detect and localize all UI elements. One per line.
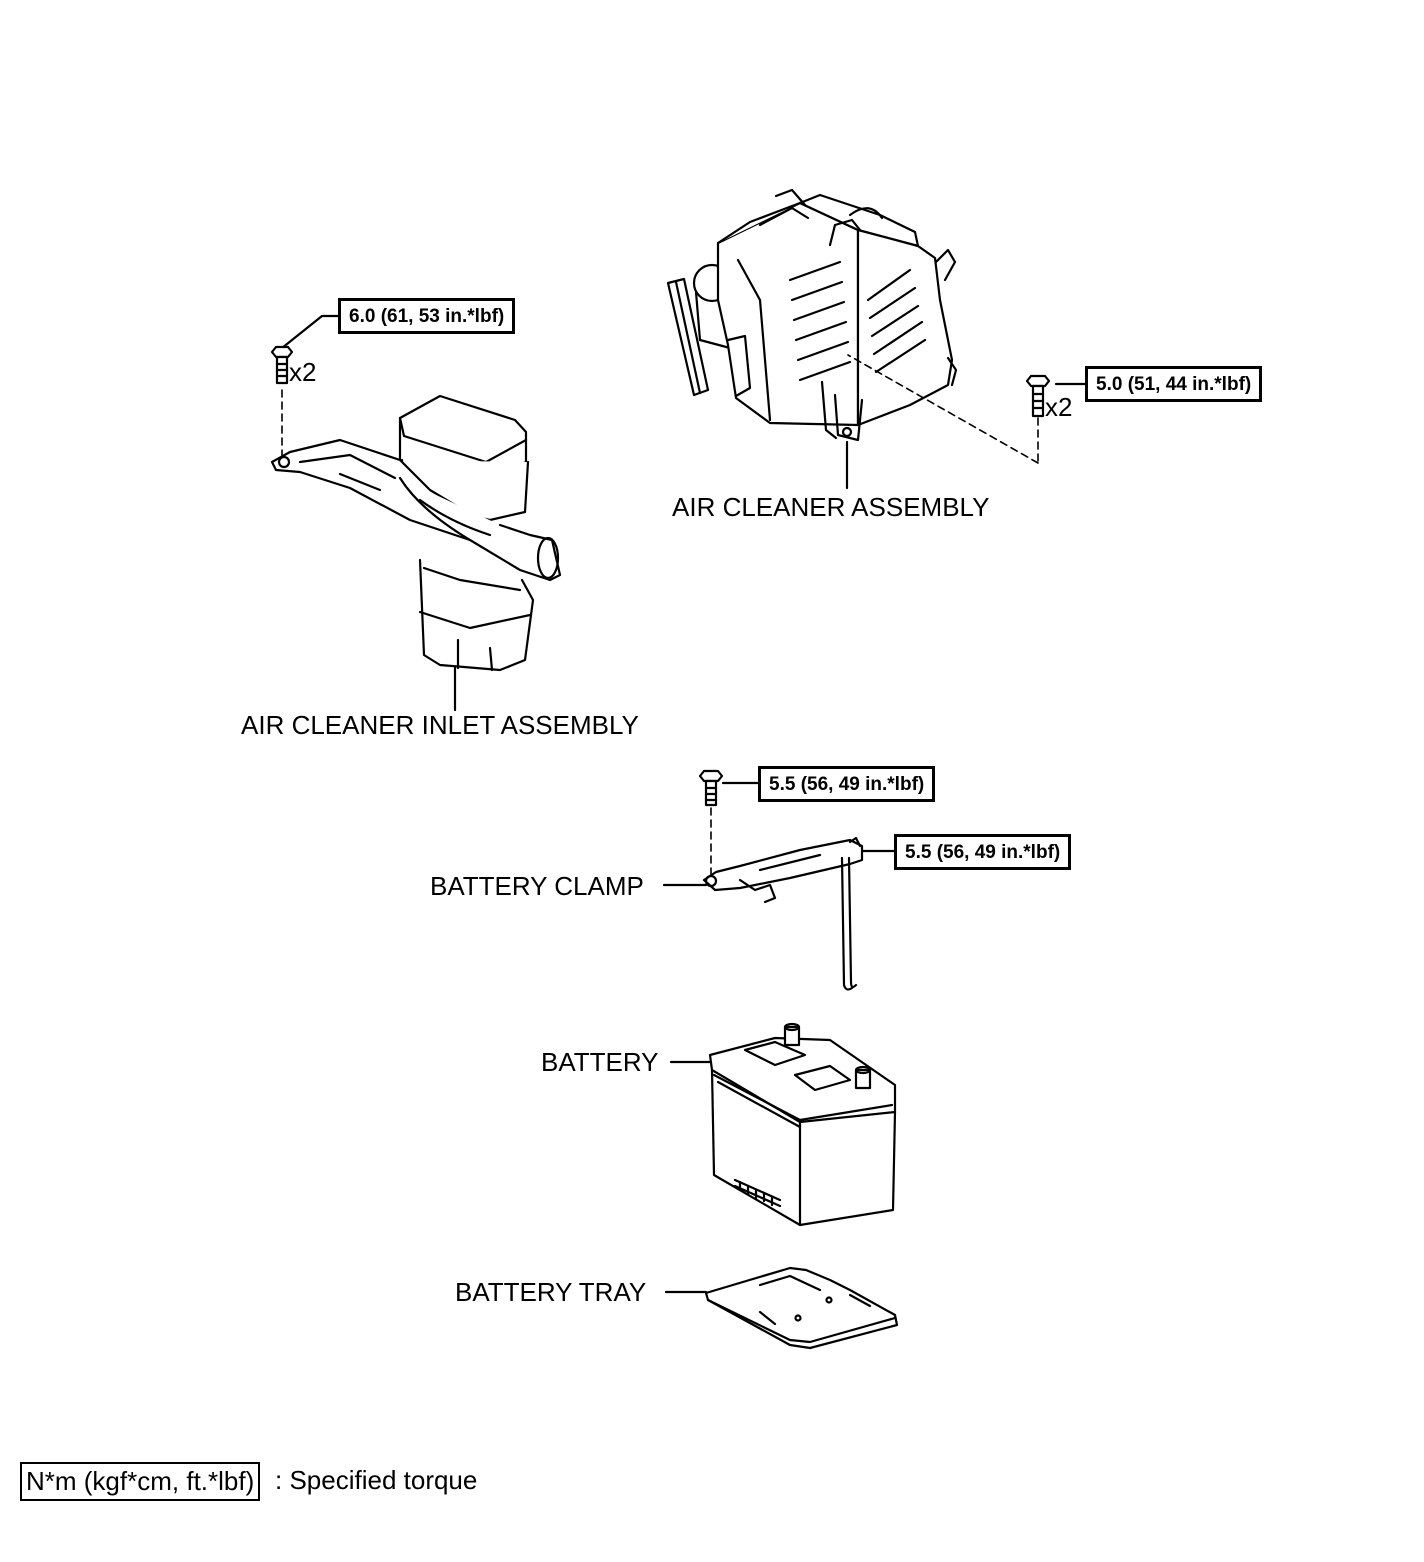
install-dashed-lines [281,354,1039,879]
bolt-icon [270,345,294,385]
air-cleaner-inlet-assembly-label: AIR CLEANER INLET ASSEMBLY [241,710,639,740]
battery-tray-label: BATTERY TRAY [455,1277,647,1307]
air-cleaner-assembly-label: AIR CLEANER ASSEMBLY [672,492,990,522]
air-cleaner-assembly-drawing [666,188,958,442]
battery-clamp-drawing [702,836,864,991]
air-cleaner-bolt-torque-callout: 5.0 (51, 44 in.*lbf) [1085,366,1263,402]
battery-drawing [708,1022,897,1227]
bolt-icon [1025,374,1051,418]
inlet-bolt-quantity: x2 [289,357,317,387]
inlet-bolt-torque-callout: 6.0 (61, 53 in.*lbf) [338,298,516,334]
air-cleaner-bolt-quantity: x2 [1045,392,1073,422]
torque-legend-description: : Specified torque [275,1465,478,1495]
clamp-rod-torque-callout: 5.5 (56, 49 in.*lbf) [894,834,1072,870]
battery-tray-drawing [704,1266,899,1350]
bolt-icon [698,769,724,807]
torque-legend-box: N*m (kgf*cm, ft.*lbf) [20,1462,261,1501]
battery-label: BATTERY [541,1047,659,1077]
battery-clamp-label: BATTERY CLAMP [430,871,644,901]
clamp-bolt-torque-callout: 5.5 (56, 49 in.*lbf) [758,766,936,802]
air-cleaner-inlet-assembly-drawing [270,394,562,672]
